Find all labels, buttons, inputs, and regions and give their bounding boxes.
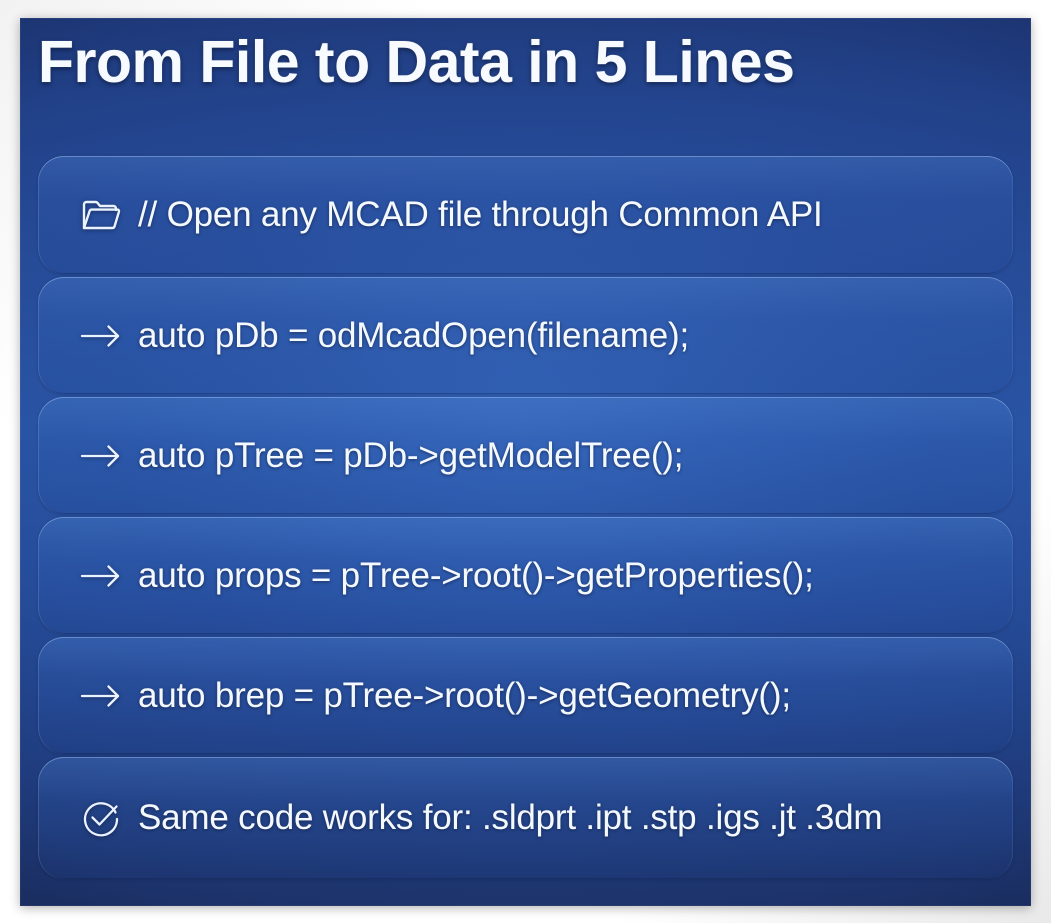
arrow-right-icon (80, 555, 122, 597)
code-row-model-tree[interactable]: auto pTree = pDb->getModelTree(); (38, 397, 1013, 514)
arrow-right-icon (80, 315, 122, 357)
supported-formats-text: Same code works for: .sldprt .ipt .stp .… (138, 798, 883, 837)
code-row-list: // Open any MCAD file through Common API… (38, 156, 1013, 879)
code-text: // Open any MCAD file through Common API (138, 195, 823, 234)
code-text: auto brep = pTree->root()->getGeometry()… (138, 675, 791, 715)
check-circle-icon (80, 797, 122, 839)
arrow-right-icon (80, 435, 122, 477)
code-text: auto pTree = pDb->getModelTree(); (138, 435, 684, 475)
arrow-right-icon (80, 675, 122, 717)
code-row-open-file[interactable]: auto pDb = odMcadOpen(filename); (38, 277, 1013, 394)
page-title: From File to Data in 5 Lines (38, 29, 795, 95)
code-text: auto pDb = odMcadOpen(filename); (138, 315, 690, 355)
code-row-properties[interactable]: auto props = pTree->root()->getPropertie… (38, 517, 1013, 634)
code-text: auto props = pTree->root()->getPropertie… (138, 555, 814, 595)
folder-icon (80, 194, 122, 236)
slide-panel: From File to Data in 5 Lines // Open any… (20, 18, 1031, 906)
code-row-supported-formats[interactable]: Same code works for: .sldprt .ipt .stp .… (38, 757, 1013, 879)
code-row-open-comment[interactable]: // Open any MCAD file through Common API (38, 156, 1013, 274)
code-row-geometry[interactable]: auto brep = pTree->root()->getGeometry()… (38, 637, 1013, 754)
